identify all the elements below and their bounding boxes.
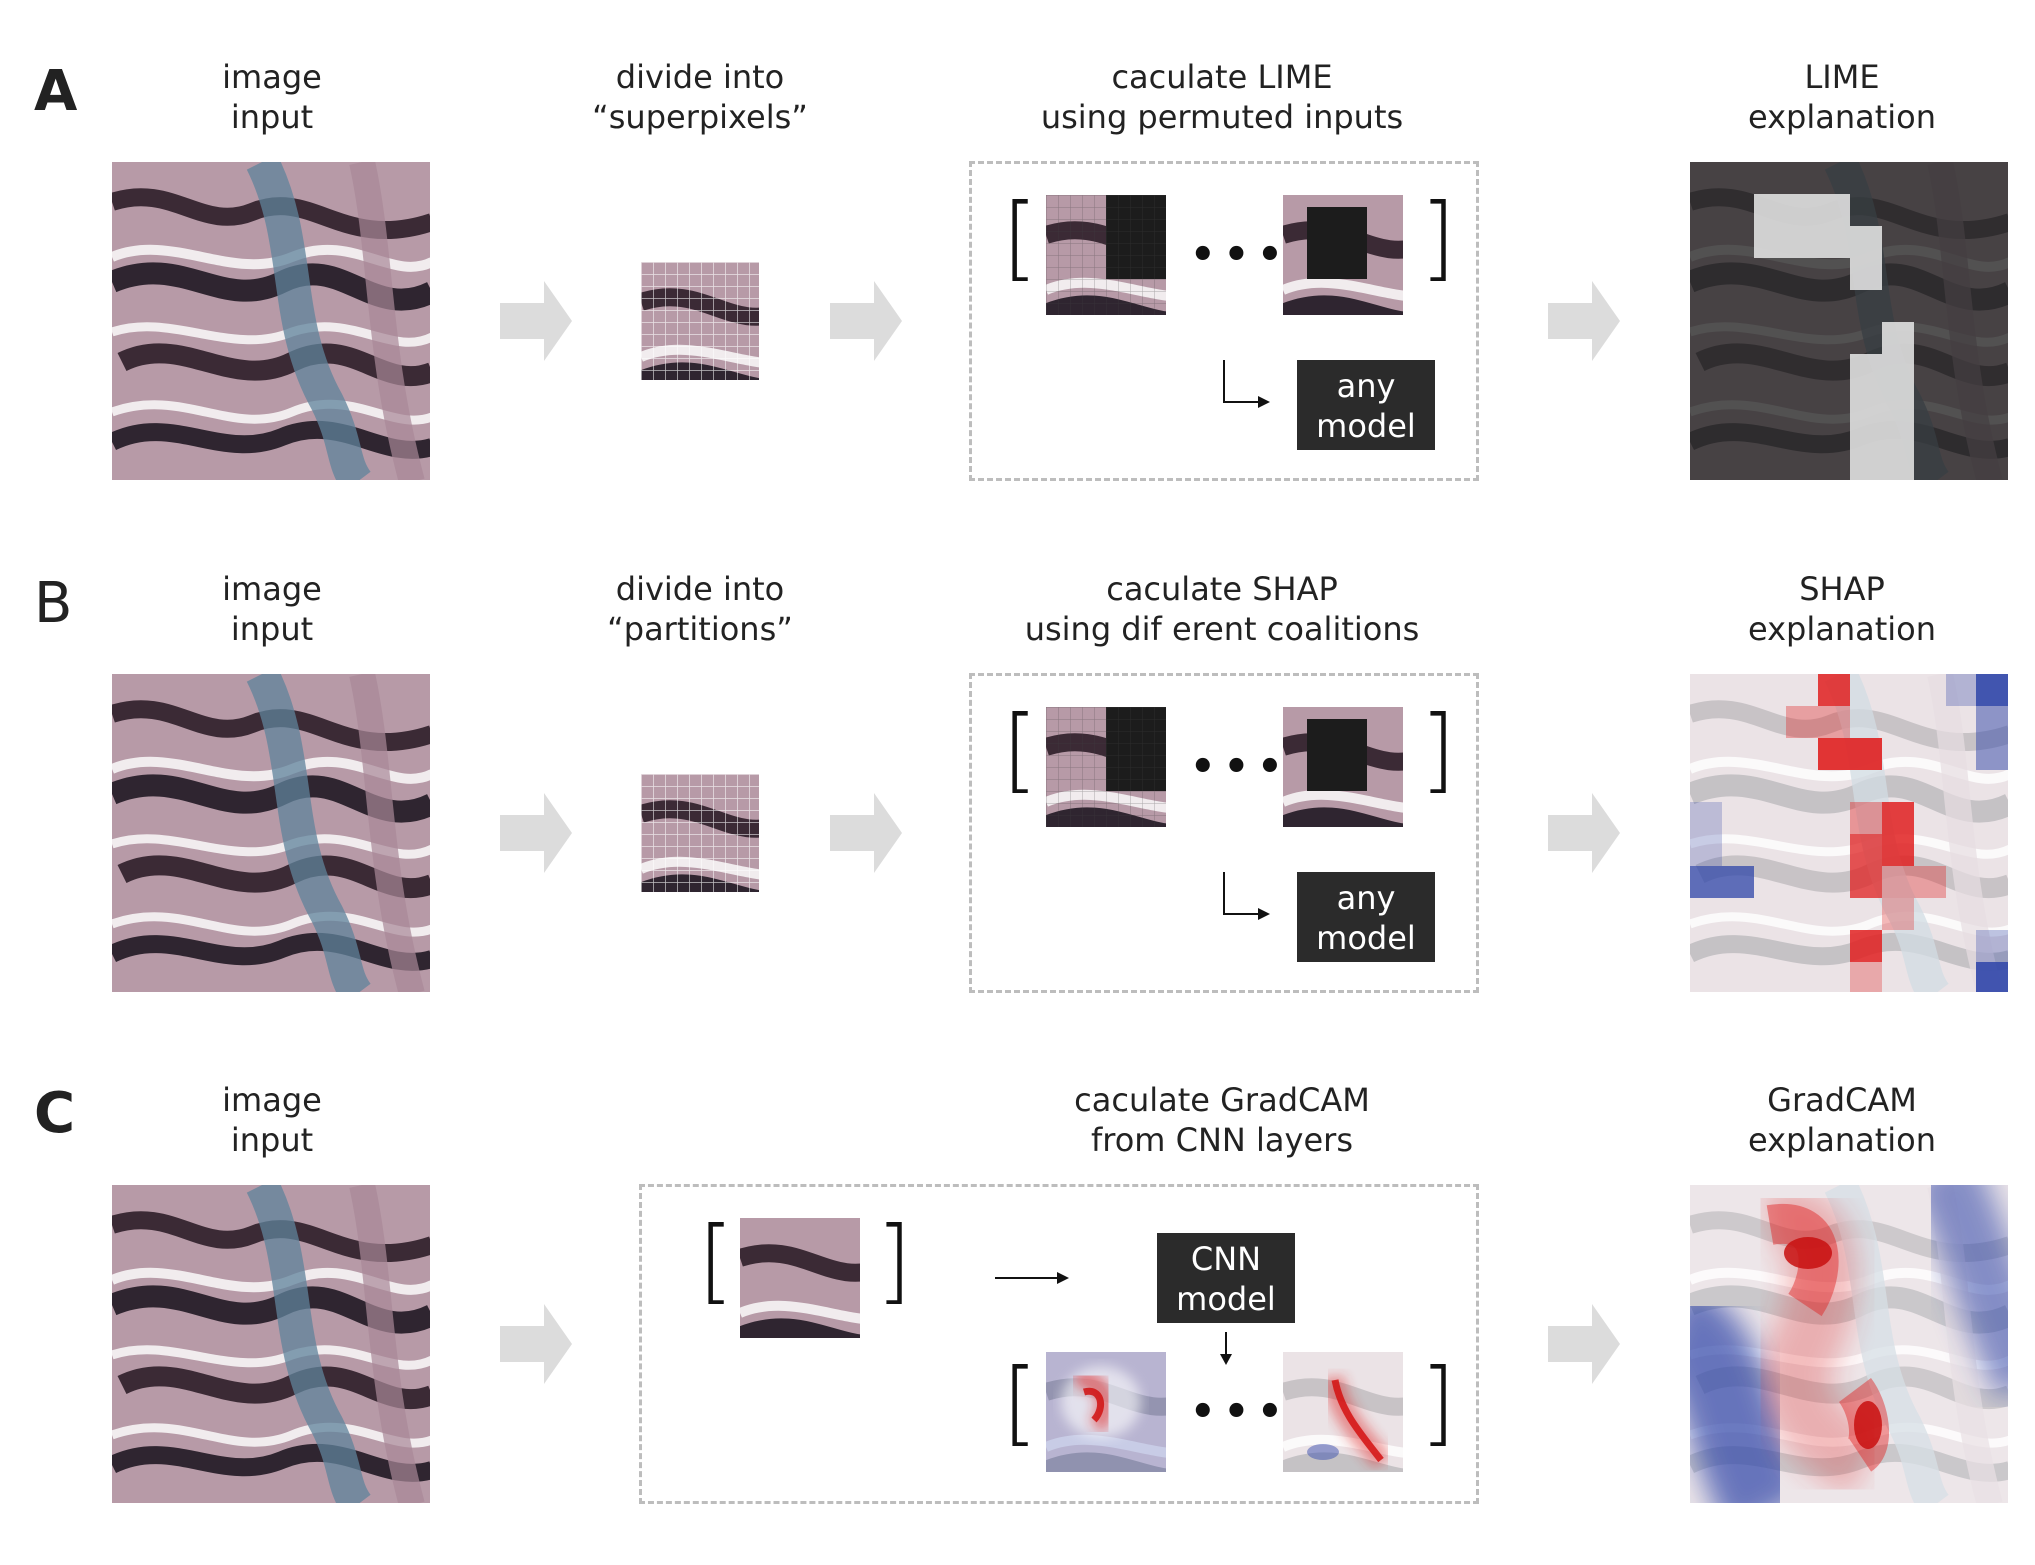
calc-caption-c: caculate GradCAM from CNN layers bbox=[1074, 1081, 1370, 1159]
cnn-input-image bbox=[740, 1218, 860, 1338]
block-arrow-right-icon bbox=[500, 281, 572, 361]
elbow-arrow-icon bbox=[1222, 872, 1272, 922]
permuted-input-1 bbox=[1046, 195, 1166, 315]
block-arrow-right-icon bbox=[1548, 1304, 1620, 1384]
lime-explanation-image bbox=[1690, 162, 2008, 480]
explain-caption-a: LIME explanation bbox=[1747, 58, 1937, 136]
cnn-layer-map-2 bbox=[1283, 1352, 1403, 1472]
cnn-layer-map-1 bbox=[1046, 1352, 1166, 1472]
lime-process-box bbox=[969, 161, 1479, 481]
bracket-left: [ bbox=[1002, 1349, 1038, 1456]
cnn-model-box: CNN model bbox=[1157, 1233, 1295, 1323]
ellipsis: ••• bbox=[1190, 1389, 1291, 1435]
coalition-input-2 bbox=[1283, 707, 1403, 827]
bracket-right: ] bbox=[1420, 184, 1456, 291]
bracket-left: [ bbox=[1002, 184, 1038, 291]
superpixel-grid-a bbox=[641, 262, 759, 380]
block-arrow-right-icon bbox=[830, 793, 902, 873]
block-arrow-right-icon bbox=[830, 281, 902, 361]
bracket-left: [ bbox=[698, 1207, 734, 1314]
input-caption-c: image input bbox=[222, 1081, 322, 1159]
permuted-input-2 bbox=[1283, 195, 1403, 315]
tissue-image-c bbox=[112, 1185, 430, 1503]
explain-caption-c: GradCAM explanation bbox=[1747, 1081, 1937, 1159]
divide-caption-a: divide into “superpixels” bbox=[592, 58, 808, 136]
coalition-input-1 bbox=[1046, 707, 1166, 827]
bracket-left: [ bbox=[1002, 696, 1038, 803]
gradcam-explanation-image bbox=[1690, 1185, 2008, 1503]
input-caption-a: image input bbox=[222, 58, 322, 136]
partition-grid-b bbox=[641, 774, 759, 892]
block-arrow-right-icon bbox=[500, 1304, 572, 1384]
arrow-right-icon bbox=[995, 1268, 1071, 1288]
any-model-box-a: any model bbox=[1297, 360, 1435, 450]
shap-explanation-image bbox=[1690, 674, 2008, 992]
panel-letter-c: C bbox=[34, 1081, 76, 1146]
calc-caption-b: caculate SHAP using dif erent coalitions bbox=[1024, 570, 1420, 648]
block-arrow-right-icon bbox=[500, 793, 572, 873]
ellipsis: ••• bbox=[1190, 232, 1291, 278]
block-arrow-right-icon bbox=[1548, 793, 1620, 873]
bracket-right: ] bbox=[1420, 696, 1456, 803]
tissue-image-a bbox=[112, 162, 430, 480]
shap-process-box bbox=[969, 673, 1479, 993]
explain-caption-b: SHAP explanation bbox=[1747, 570, 1937, 648]
any-model-box-b: any model bbox=[1297, 872, 1435, 962]
ellipsis: ••• bbox=[1190, 744, 1291, 790]
bracket-right: ] bbox=[1420, 1349, 1456, 1456]
elbow-arrow-icon bbox=[1222, 360, 1272, 410]
tissue-image-b bbox=[112, 674, 430, 992]
arrow-down-icon bbox=[1216, 1332, 1236, 1366]
block-arrow-right-icon bbox=[1548, 281, 1620, 361]
divide-caption-b: divide into “partitions” bbox=[607, 570, 793, 648]
calc-caption-a: caculate LIME using permuted inputs bbox=[1040, 58, 1404, 136]
gradcam-process-box bbox=[639, 1184, 1479, 1504]
bracket-right: ] bbox=[876, 1207, 912, 1314]
panel-letter-a: A bbox=[34, 59, 78, 124]
panel-letter-b: B bbox=[34, 571, 73, 636]
input-caption-b: image input bbox=[222, 570, 322, 648]
